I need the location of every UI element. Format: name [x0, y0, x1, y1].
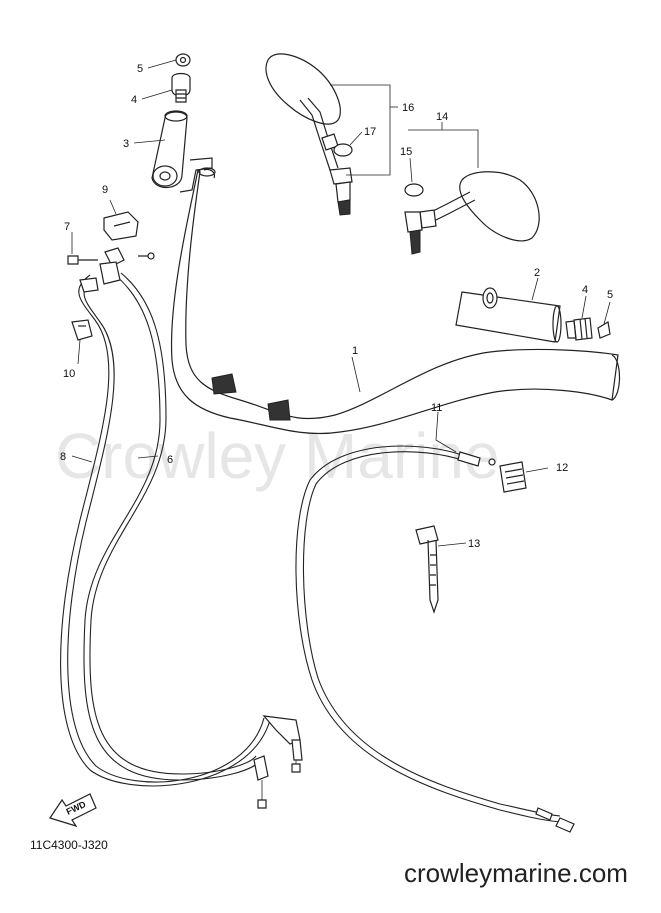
throttle-cable-6[interactable] — [79, 247, 261, 781]
callout-3: 3 — [123, 138, 129, 150]
callout-16: 16 — [402, 102, 414, 114]
callout-5: 5 — [137, 63, 143, 75]
watermark-text: Crowley Marine — [55, 420, 500, 492]
mirror-right[interactable] — [404, 171, 540, 255]
bar-end-cap-right[interactable] — [597, 321, 611, 339]
leader-lines — [71, 59, 611, 547]
callout-4-right: 4 — [582, 284, 588, 296]
callout-13: 13 — [468, 538, 480, 550]
mirror-cap-left[interactable] — [333, 143, 353, 157]
callout-10: 10 — [63, 368, 75, 380]
bar-end-cap-left[interactable] — [175, 53, 191, 67]
bar-end-weight-right[interactable] — [565, 317, 593, 341]
callout-2: 2 — [534, 267, 540, 279]
diagram-code: 11C4300-J320 — [30, 838, 108, 852]
callout-14: 14 — [436, 111, 448, 123]
throttle-housing[interactable] — [103, 211, 139, 241]
clutch-cable[interactable] — [295, 445, 575, 833]
mirror-cap-right[interactable] — [404, 183, 424, 197]
callout-5-right: 5 — [607, 289, 613, 301]
mirror-left[interactable] — [265, 53, 353, 216]
callout-12: 12 — [556, 462, 568, 474]
handlebar[interactable] — [170, 167, 621, 435]
callout-11: 11 — [431, 402, 442, 414]
cable-guide[interactable] — [71, 319, 93, 341]
bar-end-weight-left[interactable] — [171, 72, 191, 103]
callout-6: 6 — [167, 454, 173, 466]
callouts: 5 4 3 9 7 10 8 6 1 11 12 13 2 4 5 16 17 … — [60, 63, 613, 550]
callout-7: 7 — [64, 221, 70, 233]
clutch-adjuster[interactable] — [499, 461, 527, 493]
callout-17: 17 — [364, 126, 376, 138]
throttle-cable-8[interactable] — [60, 274, 271, 787]
grip-right[interactable] — [455, 287, 562, 343]
callout-1: 1 — [352, 345, 358, 357]
callout-15: 15 — [400, 146, 412, 158]
callout-9: 9 — [102, 184, 108, 196]
callout-4: 4 — [131, 94, 137, 106]
grip-left[interactable] — [151, 110, 213, 193]
screw[interactable] — [67, 255, 98, 265]
cable-tie[interactable] — [415, 525, 439, 614]
site-url: crowleymarine.com — [404, 858, 628, 888]
callout-8: 8 — [60, 451, 66, 463]
fwd-arrow-icon: FWD — [49, 793, 97, 828]
cable-end-lower[interactable] — [253, 715, 303, 809]
